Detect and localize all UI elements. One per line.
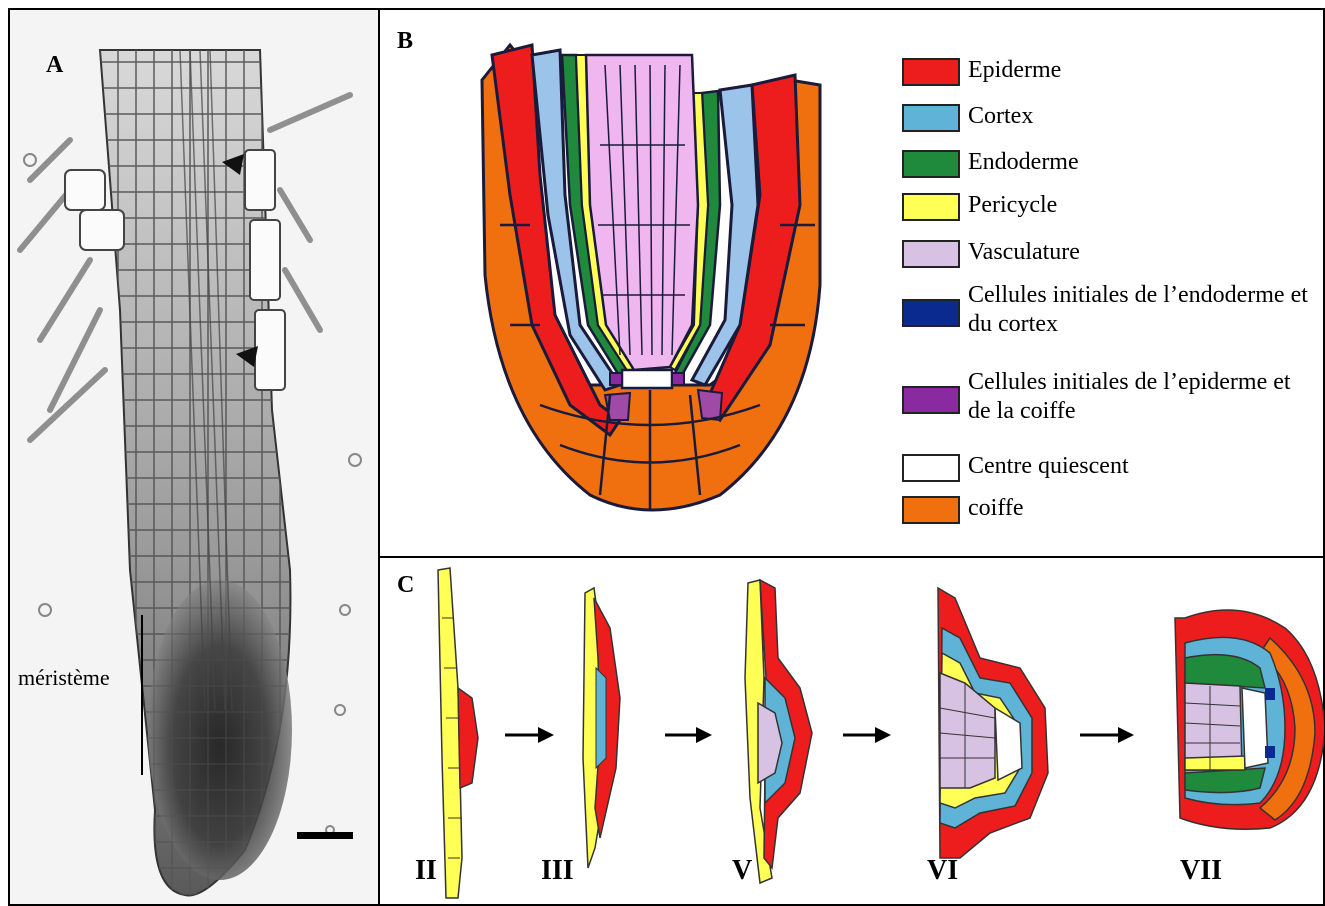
stage-label-vi: VI <box>927 855 958 887</box>
legend-label: Pericycle <box>968 191 1057 220</box>
scale-bar <box>297 832 353 839</box>
arrow-1 <box>505 727 554 743</box>
legend-swatch <box>902 193 960 221</box>
legend-label: Epiderme <box>968 56 1061 85</box>
stage-label-v: V <box>732 855 752 887</box>
legend-label: Endoderme <box>968 148 1079 177</box>
legend-label: Vasculature <box>968 238 1080 267</box>
legend-label: Cellules initiales de l’endoderme et du … <box>968 281 1308 339</box>
arrow-4 <box>1080 727 1134 743</box>
quiescent-centre <box>622 370 672 388</box>
legend-label: Cellules initiales de l’epiderme et de l… <box>968 368 1308 426</box>
legend-item-pericycle: Pericycle <box>902 191 1057 221</box>
arrow-2 <box>665 727 712 743</box>
meristem-label: méristème <box>18 665 110 691</box>
legend-item-centre-quiescent: Centre quiescent <box>902 452 1129 482</box>
legend-swatch <box>902 454 960 482</box>
legend-item-vasculature: Vasculature <box>902 238 1080 268</box>
stage-label-vii: VII <box>1180 855 1222 887</box>
stage-vi-diagram <box>938 588 1048 858</box>
legend-item-epiderme: Epiderme <box>902 56 1061 86</box>
legend-swatch <box>902 150 960 178</box>
stage-label-ii: II <box>415 855 437 887</box>
legend-swatch <box>902 104 960 132</box>
legend-swatch <box>902 386 960 414</box>
legend-item-initiales-epiderme-coiffe: Cellules initiales de l’epiderme et de l… <box>902 368 1308 426</box>
legend-swatch <box>902 299 960 327</box>
legend-item-cortex: Cortex <box>902 102 1033 132</box>
stage-label-iii: III <box>541 855 574 887</box>
legend-label: Centre quiescent <box>968 452 1129 481</box>
legend-item-endoderme: Endoderme <box>902 148 1079 178</box>
legend-item-initiales-endoderme-cortex: Cellules initiales de l’endoderme et du … <box>902 281 1308 339</box>
stage-ii-diagram <box>438 568 478 898</box>
root-tip-schematic <box>470 25 830 525</box>
stage-v-diagram <box>745 580 812 883</box>
legend-item-coiffe: coiffe <box>902 494 1024 524</box>
root-micrograph <box>10 10 378 904</box>
panel-b-letter: B <box>397 28 413 55</box>
legend-swatch <box>902 240 960 268</box>
legend-swatch <box>902 58 960 86</box>
legend-label: coiffe <box>968 494 1024 523</box>
legend-swatch <box>902 496 960 524</box>
legend-label: Cortex <box>968 102 1033 131</box>
stage-iii-diagram <box>583 588 620 868</box>
stage-diagrams <box>380 558 1324 904</box>
panel-a-letter: A <box>46 52 63 79</box>
arrow-3 <box>843 727 891 743</box>
stage-vii-diagram <box>1175 610 1324 829</box>
